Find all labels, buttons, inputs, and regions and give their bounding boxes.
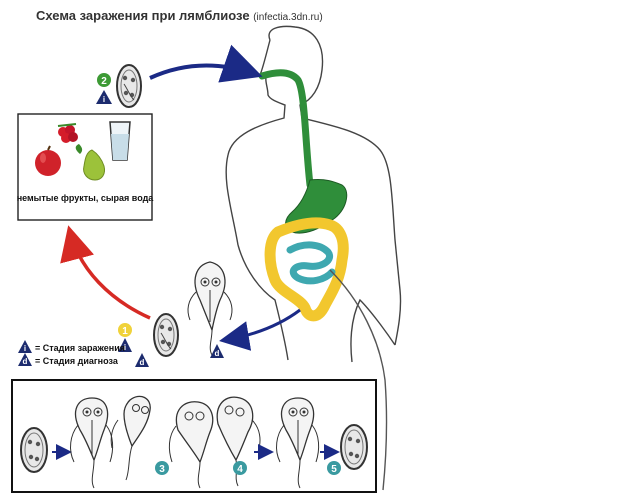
- arrow-to-excretion: [219, 308, 301, 351]
- cyst-icon-top: [116, 64, 142, 108]
- cyst-icon-middle: [153, 313, 179, 357]
- step-badge-4: [233, 461, 247, 475]
- infective-marker-text: i: [103, 95, 105, 104]
- step-badge-2: [97, 73, 111, 87]
- esophagus: [258, 69, 314, 189]
- step-number-1: 1: [122, 326, 128, 337]
- diagnostic-stage-marker-trophozoite: [210, 344, 224, 358]
- water-glass-icon: [109, 121, 131, 161]
- infective-stage-marker-middle: [118, 338, 132, 352]
- step-number-2: 2: [101, 76, 107, 87]
- cyst-icon-bottom-right: [340, 424, 368, 470]
- legend-infective-marker: [18, 340, 32, 353]
- arrow-to-mouth: [149, 44, 263, 83]
- legend: i = Стадия заражения d = Стадия диагноза: [18, 340, 125, 366]
- large-intestine: [264, 217, 349, 322]
- raspberry-icon: [57, 123, 78, 143]
- apple-icon: [35, 145, 61, 176]
- trophozoite-icon-bottom-1: [70, 397, 114, 489]
- diagram-source: (infectia.3dn.ru): [253, 12, 322, 23]
- legend-diagnostic-label: = Стадия диагноза: [35, 356, 119, 366]
- legend-infective-marker-text: i: [24, 344, 26, 353]
- trophozoite-icon-bottom-3: [276, 397, 320, 489]
- diagnostic-marker-text-trophozoite: d: [215, 349, 220, 358]
- step-badge-3: [155, 461, 169, 475]
- diagnostic-stage-marker-middle: [135, 353, 149, 367]
- food-box-caption: немытые фрукты, сырая вода: [17, 193, 155, 203]
- infective-stage-marker: [96, 90, 112, 104]
- dividing-trophozoite-icon: [168, 396, 261, 489]
- step-badge-1: [118, 323, 132, 337]
- step-badge-5: [327, 461, 341, 475]
- excretion-path: [329, 269, 388, 491]
- diagnostic-marker-text-middle: d: [140, 358, 145, 367]
- legend-diagnostic-marker: [18, 353, 32, 366]
- legend-infective-label: = Стадия заражения: [35, 343, 125, 353]
- arrow-to-food: [60, 225, 151, 320]
- step-number-5: 5: [331, 464, 337, 475]
- pear-icon: [75, 144, 105, 181]
- trophozoite-icon-bottom-2: [110, 395, 151, 481]
- cyst-icon-bottom-left: [20, 427, 48, 473]
- trophozoite-icon-middle: [187, 261, 233, 356]
- legend-diagnostic-marker-text: d: [23, 357, 28, 366]
- small-intestine: [286, 241, 336, 285]
- step-number-4: 4: [237, 464, 243, 475]
- diagram-title: Схема заражения при лямблиозе (infectia.…: [36, 8, 323, 23]
- step-number-3: 3: [159, 464, 165, 475]
- infective-marker-text-middle: i: [124, 343, 126, 352]
